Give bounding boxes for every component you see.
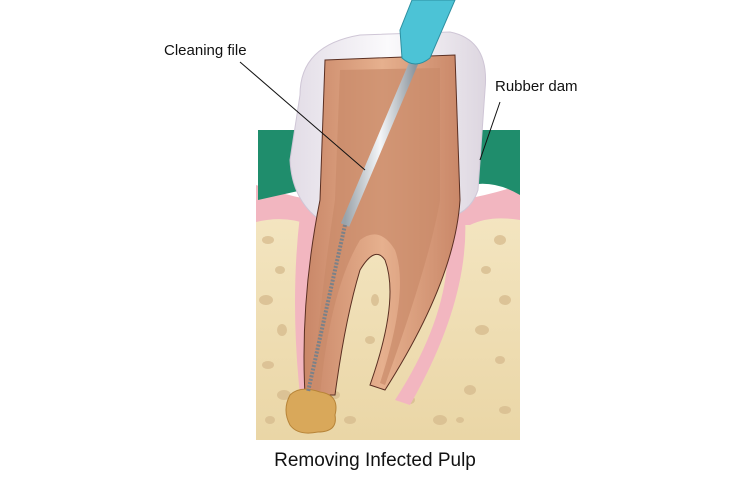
infected-pulp-abscess xyxy=(285,388,337,434)
file-handle xyxy=(399,0,456,65)
cleaning-file-leader xyxy=(239,61,366,171)
cleaning-file xyxy=(306,0,456,393)
periodontal-ligament xyxy=(295,215,466,405)
pulp-chamber xyxy=(312,68,440,395)
label-rubber-dam: Rubber dam xyxy=(495,78,578,95)
label-cleaning-file: Cleaning file xyxy=(164,42,247,59)
bone-pores xyxy=(259,235,511,425)
caption: Removing Infected Pulp xyxy=(274,450,476,471)
rubber-dam-right xyxy=(470,130,520,195)
rubber-dam-leader xyxy=(479,101,501,161)
